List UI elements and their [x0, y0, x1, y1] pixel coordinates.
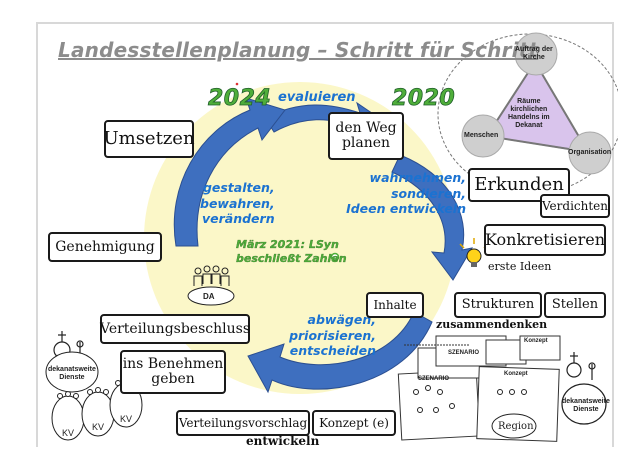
label-maerz: März 2021: LSyn beschließt Zahlen	[236, 238, 347, 267]
triangle-menschen-label: Menschen	[464, 132, 499, 139]
cycle-arrow-left	[173, 97, 286, 247]
benehmen-line2: geben	[151, 371, 195, 387]
wahrnehmen-line1: wahrnehmen,	[369, 170, 466, 185]
label-kv3: KV	[120, 414, 133, 424]
label-dekanatsweite-right: dekanatsweite Dienste	[562, 398, 610, 414]
box-verteilungsvorschlag: Verteilungsvorschlag	[176, 410, 310, 436]
dekanatsweite-left-line2: Dienste	[59, 374, 85, 382]
triangle-auftrag-label: Auftrag der Kirche	[515, 46, 553, 62]
triangle-organisation-label: Organisation	[568, 149, 612, 156]
box-konkretisieren: Konkretisieren	[484, 224, 606, 256]
label-szenario2: SZENARIO	[418, 376, 450, 382]
auftrag-line2: Kirche	[522, 54, 545, 62]
gestalten-line2: bewahren,	[200, 195, 275, 211]
label-erste-ideen: erste Ideen	[488, 260, 552, 273]
wahrnehmen-line3: Ideen entwickeln	[346, 201, 466, 217]
church-sign-right	[561, 352, 607, 425]
triangle-node-organisation	[568, 131, 612, 175]
label-dekanatsweite-left: dekanatsweite Dienste	[48, 366, 96, 382]
center-line1: Räume	[517, 98, 541, 105]
green-dot	[330, 252, 340, 262]
label-gestalten: gestalten, bewahren, verändern	[200, 180, 275, 227]
abwaegen-line3: entscheiden	[289, 343, 376, 359]
box-konzept: Konzept (e)	[312, 410, 396, 436]
box-verdichten: Verdichten	[540, 194, 610, 218]
year-2020: 2020	[392, 86, 456, 112]
dekanatsweite-right-line2: Dienste	[573, 406, 599, 414]
people-group-da	[187, 265, 235, 306]
frame-left-line	[36, 22, 38, 447]
label-abwaegen: abwägen, priorisieren, entscheiden	[286, 312, 376, 359]
region-figures	[413, 385, 537, 439]
triangle-center-label: Räume kirchlichen Handelns im Dekanat	[508, 98, 550, 130]
auftrag-line1: Auftrag der	[515, 46, 553, 53]
year-2024: 2024	[208, 86, 272, 112]
triangle-node-auftrag	[514, 32, 558, 76]
center-line3: Handelns im	[508, 114, 550, 122]
dekanatsweite-left-line1: dekanatsweite	[48, 366, 96, 373]
center-line4: Dekanat	[515, 122, 543, 130]
weg-planen-line1: den Weg	[335, 120, 397, 137]
center-line2: kirchlichen	[510, 106, 548, 114]
abwaegen-line1: abwägen,	[307, 312, 376, 327]
gestalten-line3: verändern	[201, 211, 275, 227]
label-zusammendenken: zusammendenken	[436, 318, 548, 331]
abwaegen-line2: priorisieren,	[289, 327, 376, 343]
box-benehmen: ins Benehmen geben	[120, 350, 226, 394]
maerz-line1: März 2021: LSyn	[236, 238, 339, 251]
box-verteilungsbeschluss: Verteilungsbeschluss	[100, 314, 250, 344]
label-konzept1: Konzept	[524, 338, 548, 344]
dekanatsweite-right-line1: dekanatsweite	[562, 398, 610, 405]
box-inhalte: Inhalte	[366, 292, 424, 318]
box-umsetzen: Umsetzen	[103, 120, 195, 158]
box-strukturen: Strukturen	[454, 292, 542, 318]
cycle-arrow-right	[391, 154, 474, 281]
label-wahrnehmen: wahrnehmen, sondieren, Ideen entwickeln	[340, 170, 466, 217]
box-stellen: Stellen	[544, 292, 606, 318]
label-kv1: KV	[62, 428, 75, 438]
kv-figures	[51, 378, 143, 441]
label-region: Region	[498, 421, 534, 432]
weg-planen-line2: planen	[341, 135, 391, 151]
triangle-node-menschen	[461, 114, 505, 158]
gestalten-line1: gestalten,	[202, 180, 275, 195]
label-kv2: KV	[92, 422, 105, 432]
box-weg-planen: den Weg planen	[328, 112, 404, 160]
church-circle-left	[45, 351, 99, 393]
label-konzept2: Konzept	[504, 371, 528, 377]
label-da: DA	[203, 292, 215, 301]
label-entwickeln: entwickeln	[246, 434, 320, 448]
maerz-line2: beschließt Zahlen	[236, 252, 347, 266]
page-title: Landesstellenplanung – Schritt für Schri…	[58, 38, 539, 62]
label-evaluieren: evaluieren	[278, 90, 356, 105]
label-szenario1: SZENARIO	[448, 350, 480, 356]
frame-right-line	[612, 22, 614, 447]
wahrnehmen-line2: sondieren,	[391, 185, 466, 201]
cycle-arrow-bottom	[247, 311, 433, 394]
box-genehmigung: Genehmigung	[48, 232, 162, 262]
benehmen-line1: ins Benehmen	[122, 356, 224, 373]
frame-top-line	[36, 22, 614, 24]
